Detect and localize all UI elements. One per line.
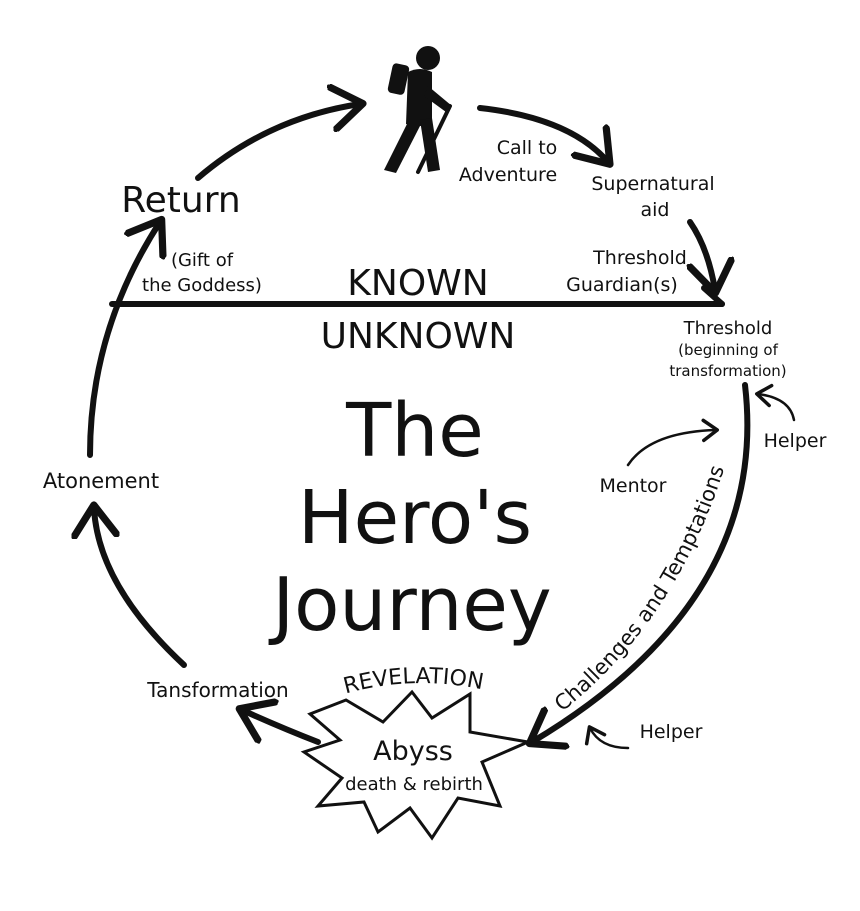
threshold-label: Threshold — [683, 318, 773, 339]
arrow-to-transformation — [242, 710, 321, 745]
arrow-to-atonement — [94, 508, 187, 668]
arrow-to-return — [87, 222, 160, 458]
supernatural-aid-line-2: aid — [641, 199, 670, 221]
known-label: KNOWN — [347, 263, 488, 304]
helper-top-arrow — [755, 383, 796, 422]
arrow-to-call — [477, 105, 608, 162]
arrow-to-hero — [195, 104, 360, 181]
return-note-line-1: (Gift of — [171, 250, 234, 271]
threshold-guardians-line-2: Guardian(s) — [566, 274, 678, 296]
arrow-to-threshold — [690, 219, 715, 290]
title-line-2: Hero's — [298, 475, 532, 561]
helper-bottom-label: Helper — [640, 721, 703, 743]
abyss-label: Abyss — [373, 736, 453, 767]
return-note-line-2: the Goddess) — [142, 275, 262, 296]
threshold-guardians-line-1: Threshold — [592, 247, 687, 269]
threshold-corner — [701, 285, 725, 307]
title-line-3: Journey — [268, 562, 551, 648]
return-label: Return — [121, 180, 240, 221]
call-to-adventure-line-1: Call to — [497, 137, 558, 159]
mentor-arrow — [626, 418, 719, 467]
abyss-note: death & rebirth — [345, 774, 483, 795]
abyss-starburst — [300, 689, 534, 841]
title-line-1: The — [345, 388, 484, 474]
helper-top-label: Helper — [764, 430, 827, 452]
supernatural-aid-line-1: Supernatural — [591, 173, 714, 195]
threshold-note-line-1: (beginning of — [678, 341, 778, 359]
helper-bottom-arrow — [584, 725, 630, 750]
hiker-icon — [384, 46, 452, 174]
atonement-label: Atonement — [43, 469, 159, 493]
arrow-challenges — [532, 382, 751, 742]
transformation-label: Tansformation — [146, 678, 288, 702]
threshold-note-line-2: transformation) — [669, 362, 786, 380]
call-to-adventure-line-2: Adventure — [459, 164, 557, 186]
unknown-label: UNKNOWN — [321, 316, 516, 357]
mentor-label: Mentor — [599, 475, 666, 497]
